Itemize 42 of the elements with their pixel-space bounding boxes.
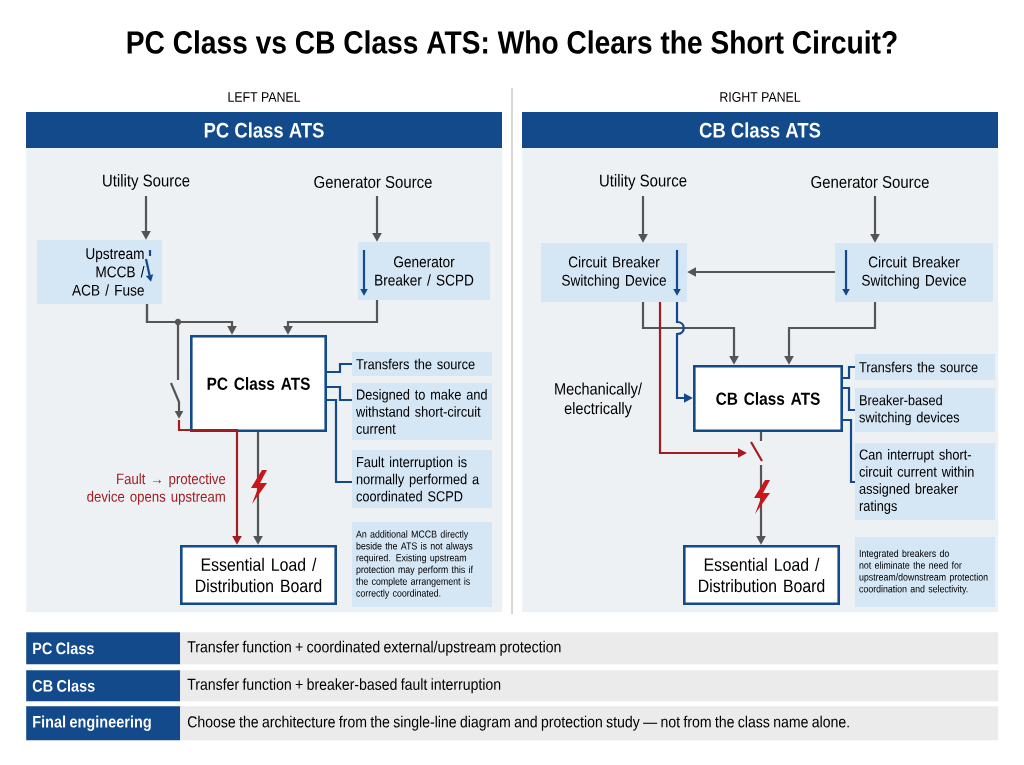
device-box: Upstream MCCB / ACB / Fuse — [37, 240, 162, 304]
connector-line — [327, 385, 352, 402]
table-row-header: CB Class — [26, 670, 181, 702]
callout-box: Designed to make and withstand short-circuit current — [352, 383, 492, 440]
callout-box: Transfers the source — [352, 352, 492, 376]
annotation-text: Mechanically/ electrically — [555, 382, 642, 418]
callout-box: Fault interruption is normally performed a coordinated SCPD — [352, 450, 492, 508]
panel-heading: LEFT PANEL — [228, 92, 301, 102]
device-box: Circuit Breaker Switching Device — [541, 243, 687, 302]
note-box: Integrated breakers do not eliminate the need for upstream/downstream protection coordination and selectivity. — [855, 537, 995, 607]
callout-box: Transfers the source — [855, 354, 995, 380]
table-cell: Choose the architecture from the single-line diagram and protection study — not from the class name alone. — [180, 706, 999, 741]
source-label: Utility Source — [600, 174, 687, 190]
connector-line — [759, 432, 763, 441]
title: PC Class vs CB Class ATS: Who Clears the Short Circuit? — [127, 30, 897, 54]
device-box: Circuit Breaker Switching Device — [835, 243, 993, 302]
table-row-header: PC Class — [26, 632, 181, 665]
connector-line — [843, 418, 855, 484]
panel-header: PC Class ATS — [26, 112, 502, 148]
connector-line — [327, 362, 352, 374]
load-box: Essential Load / Distribution Board — [180, 545, 337, 605]
source-label: Generator Source — [314, 176, 432, 189]
load-box: Essential Load / Distribution Board — [683, 545, 840, 605]
connector-line — [327, 398, 352, 484]
source-label: Utility Source — [103, 174, 190, 190]
table-cell: Transfer function + coordinated external/upstream protection — [180, 632, 999, 665]
device-box: Generator Breaker / SCPD — [358, 242, 490, 300]
source-label: Generator Source — [811, 176, 929, 189]
table-row-header: Final engineering — [26, 706, 181, 741]
panel-header: CB Class ATS — [522, 112, 998, 148]
ats-box: PC Class ATS — [190, 335, 327, 432]
connector-line — [145, 304, 182, 380]
table-cell: Transfer function + breaker-based fault interruption — [180, 670, 999, 702]
switch-symbol — [750, 441, 763, 462]
panel-heading: RIGHT PANEL — [720, 92, 801, 102]
note-box: An additional MCCB directly beside the ATS is not always required. Existing upstream protection may perform this if the complete arrangement is correctly coordinated. — [352, 522, 492, 607]
callout-box: Breaker-based switching devices — [855, 388, 995, 432]
ats-box: CB Class ATS — [693, 365, 843, 432]
callout-box: Can interrupt short-circuit current within assigned breaker ratings — [855, 443, 995, 520]
connector-line — [843, 365, 855, 380]
connector-line — [843, 386, 855, 412]
edge-label: Fault → protective device opens upstream — [87, 473, 226, 505]
